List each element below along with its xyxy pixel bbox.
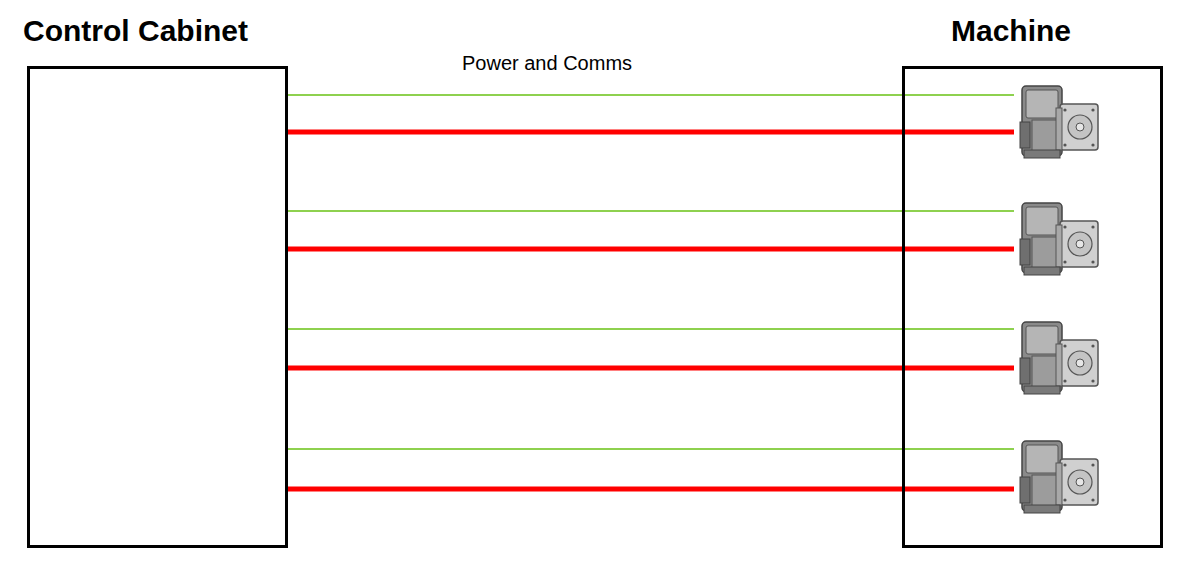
servo-motor [1020, 203, 1098, 275]
wire-label: Power and Comms [460, 52, 634, 75]
machine-box: Machine [902, 66, 1163, 548]
servo-motor [1020, 441, 1098, 513]
power-cable [288, 487, 1014, 492]
comms-cable [288, 94, 1014, 96]
control-cabinet-box: Control Cabinet [27, 66, 288, 548]
comms-cable [288, 448, 1014, 450]
power-cable [288, 247, 1014, 252]
box-heading: Control Cabinet [23, 14, 248, 48]
servo-motor [1020, 322, 1098, 394]
power-cable [288, 130, 1014, 135]
servo-motor [1020, 86, 1098, 158]
box-heading: Machine [951, 14, 1071, 48]
power-cable [288, 366, 1014, 371]
comms-cable [288, 210, 1014, 212]
comms-cable [288, 328, 1014, 330]
